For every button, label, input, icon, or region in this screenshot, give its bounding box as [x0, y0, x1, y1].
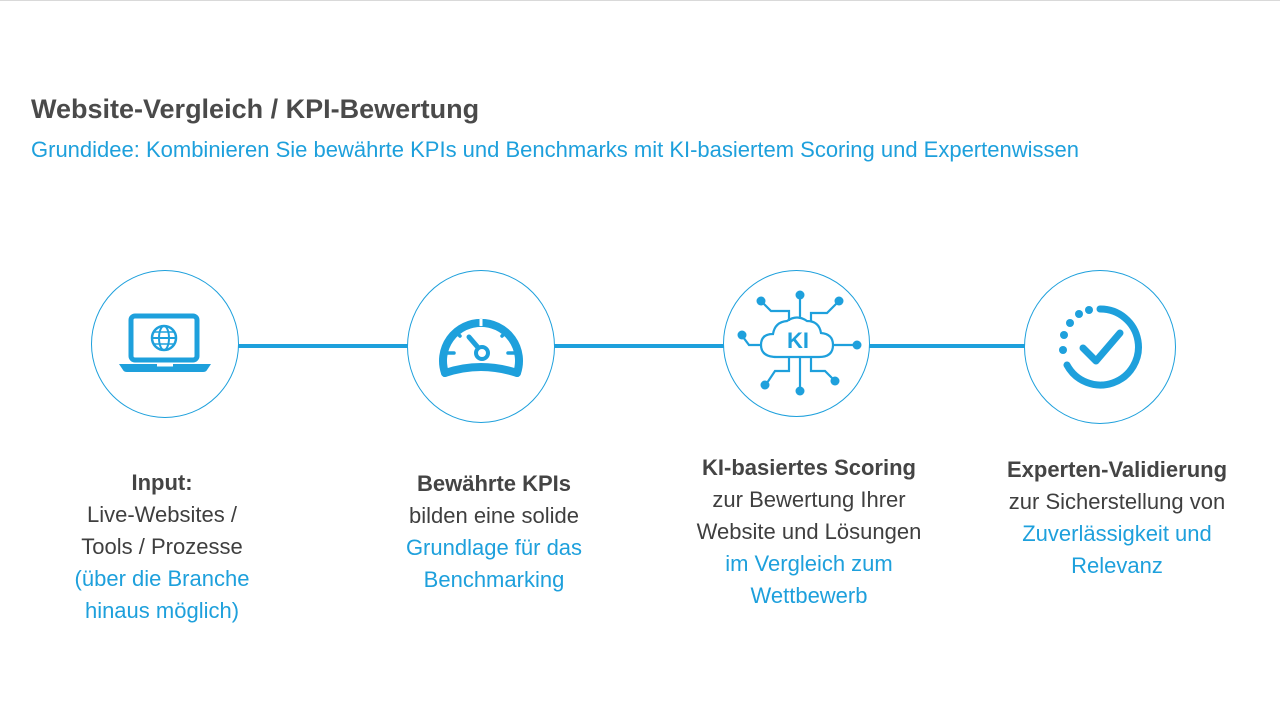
step-1-description: Live-Websites / Tools / Prozesse — [81, 502, 243, 559]
step-2-description: bilden eine solide — [408, 503, 580, 528]
step-4-description: zur Sicherstellung von — [1008, 489, 1226, 514]
step-1-text: Input: Live-Websites / Tools / Prozesse … — [12, 467, 312, 627]
page-subtitle: Grundidee: Kombinieren Sie bewährte KPIs… — [31, 137, 1079, 162]
step-4-circle — [1024, 270, 1176, 424]
page-title: Website-Vergleich / KPI-Bewertung — [31, 94, 480, 124]
step-3-description: zur Bewertung Ihrer Website und Lösungen — [696, 487, 922, 544]
step-3-text: KI-basiertes Scoring zur Bewertung Ihrer… — [659, 452, 959, 612]
step-2-highlight: Grundlage für das Benchmarking — [405, 535, 583, 592]
connector-line-2 — [554, 344, 724, 348]
step-4-text: Experten-Validierung zur Sicherstellung … — [967, 454, 1267, 582]
speedometer-icon — [439, 318, 523, 377]
laptop-globe-icon — [119, 313, 211, 372]
step-3-title: KI-basiertes Scoring — [702, 455, 916, 480]
step-2-circle — [407, 270, 555, 423]
step-4-title: Experten-Validierung — [1006, 457, 1228, 482]
step-3-circle: KI — [723, 270, 870, 417]
step-1-title: Input: — [131, 470, 193, 495]
dashed-circle-check-icon — [1059, 305, 1142, 389]
connector-line-1 — [238, 344, 409, 348]
step-2-text: Bewährte KPIs bilden eine solide Grundla… — [344, 468, 644, 596]
step-4-highlight: Zuverlässigkeit und Relevanz — [1022, 521, 1212, 578]
ai-cloud-circuit-icon: KI — [737, 290, 861, 395]
top-divider — [0, 0, 1280, 1]
connector-line-3 — [869, 344, 1026, 348]
ai-label: KI — [787, 328, 809, 353]
step-2-title: Bewährte KPIs — [416, 471, 572, 496]
step-1-highlight: (über die Branche hinaus möglich) — [74, 566, 250, 623]
step-3-highlight: im Vergleich zum Wettbewerb — [725, 551, 893, 608]
step-1-circle — [91, 270, 239, 418]
